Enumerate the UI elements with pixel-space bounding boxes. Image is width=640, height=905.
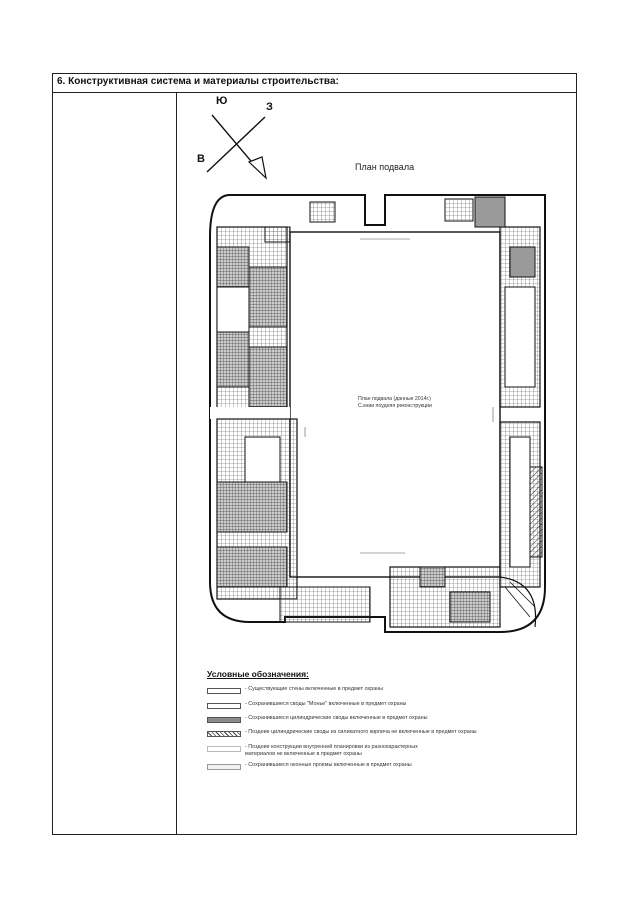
legend-text: - Сохранившиеся оконные проемы включенны…: [245, 762, 412, 768]
plan-note: План подвала (данные 2014г.) С.книи поуд…: [358, 396, 432, 410]
legend-swatch: [207, 717, 241, 723]
section-header: 6. Конструктивная система и материалы ст…: [57, 76, 339, 87]
document-frame: 6. Конструктивная система и материалы ст…: [52, 73, 577, 835]
legend-text: - Сохранившиеся цилиндрические своды вкл…: [245, 715, 428, 721]
legend-swatch: [207, 688, 241, 694]
legend-swatch: [207, 764, 241, 770]
compass-south-label: Ю: [216, 95, 228, 107]
compass-east-label: В: [197, 153, 205, 165]
legend-text: - Сохранившиеся своды "Монье" включенные…: [245, 701, 407, 707]
legend-text: - Поздние цилиндрические своды из силика…: [245, 729, 477, 735]
section-header-row: 6. Конструктивная система и материалы ст…: [53, 74, 576, 93]
legend-text: - Существующие стены включенные в предме…: [245, 686, 384, 692]
legend-swatch: [207, 746, 241, 752]
compass-west-label: З: [266, 101, 273, 113]
basement-floor-plan: [209, 194, 546, 633]
column-divider: [176, 93, 177, 834]
legend-swatch: [207, 731, 241, 737]
plan-note-line2: С.книи поудняя реконструкции: [358, 403, 432, 409]
legend-swatch: [207, 703, 241, 709]
legend-text: - Поздние конструкции внутренней планиро…: [245, 744, 418, 758]
legend-title: Условные обозначения:: [207, 669, 309, 679]
plan-title: План подвала: [355, 162, 415, 172]
legend-text-line2: материалов не включенные в предмет охран…: [245, 751, 362, 757]
legend-text-line1: - Поздние конструкции внутренней планиро…: [245, 744, 418, 750]
plan-note-line1: План подвала (данные 2014г.): [358, 396, 431, 402]
